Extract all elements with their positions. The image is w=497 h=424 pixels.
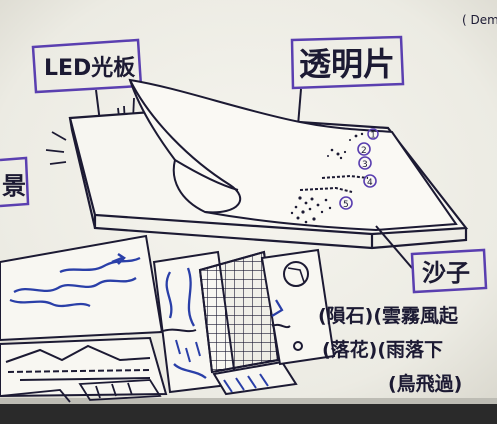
svg-text:沙子: 沙子 — [422, 259, 470, 287]
svg-text:透明片: 透明片 — [299, 45, 395, 83]
svg-text:景: 景 — [2, 172, 26, 200]
meteor-scene-panel — [260, 248, 336, 366]
numbered-markers: 1 2 3 4 5 — [339, 128, 379, 210]
bottom-sketch-details — [0, 379, 162, 403]
film-label: 透明片 — [290, 35, 405, 90]
cloud-scene-panel — [0, 234, 168, 398]
svg-text:2: 2 — [361, 146, 367, 156]
sand-marks — [290, 132, 369, 228]
sand-label: 沙子 — [410, 248, 488, 294]
annotation-line-3: (鳥飛過) — [388, 372, 462, 395]
corner-note: ( Dem — [462, 13, 497, 27]
svg-text:LED光板: LED光板 — [44, 56, 136, 81]
svg-text:1: 1 — [371, 131, 376, 140]
sand-pointer-line — [375, 225, 413, 269]
table-edge — [0, 402, 497, 424]
scene-label: 景 — [0, 156, 30, 208]
svg-text:4: 4 — [367, 178, 373, 188]
annotation-line-2: (落花)(雨落下 — [322, 338, 443, 361]
annotation-line-1: (隕石)(雲霧風起 — [318, 305, 459, 327]
svg-text:5: 5 — [343, 200, 349, 210]
svg-text:3: 3 — [362, 160, 368, 170]
transparent-film-drawing — [128, 78, 458, 232]
led-panel-label: LED光板 — [31, 38, 143, 94]
building-scene-panel — [198, 250, 298, 396]
